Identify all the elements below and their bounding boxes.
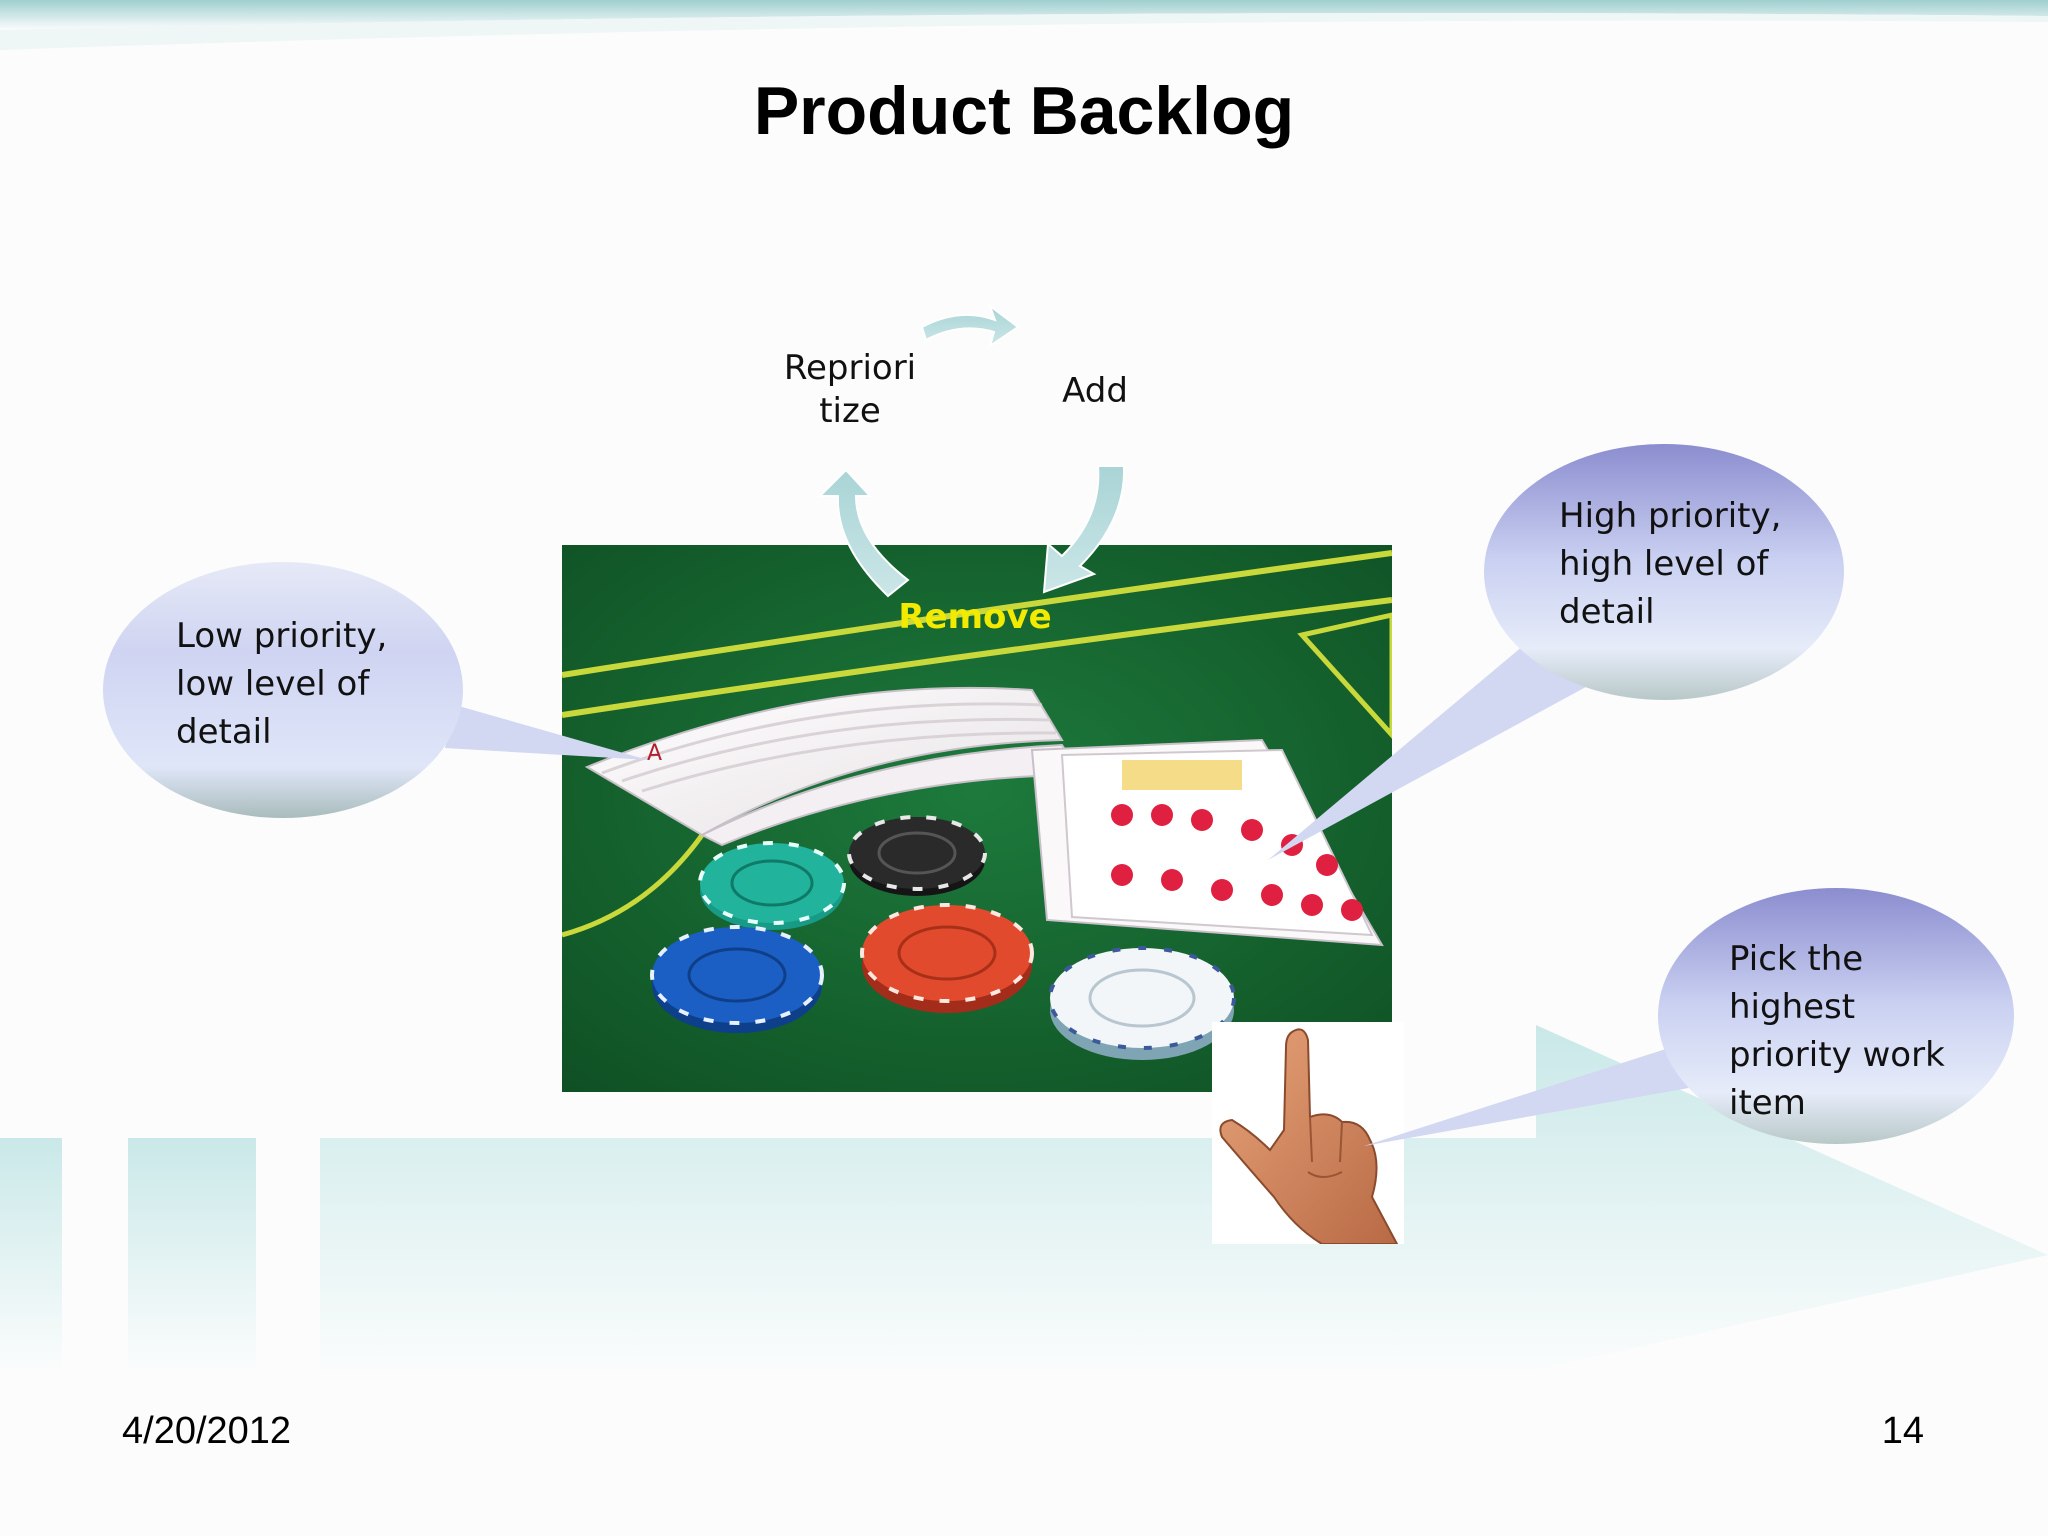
callout-low-line-3: detail [176,712,272,752]
cycle-step-reprioritize: Repriori tize [760,347,940,433]
callout-low-line-1: Low priority, [176,616,388,656]
callout-pick-highest [1364,888,2014,1146]
pointing-hand-image [1212,1022,1404,1244]
callout-pick-line-4: item [1729,1083,1806,1123]
callout-high-line-3: detail [1559,592,1655,632]
cycle-step-add: Add [1062,371,1128,411]
callout-pick-line-1: Pick the [1729,939,1864,979]
reprioritize-line-1: Repriori [783,348,917,388]
slide-page-number: 14 [1881,1410,1924,1452]
callout-high-priority-text: High priority, high level of detail [1559,492,1781,636]
callout-high-priority [1268,444,1844,860]
callout-high-line-2: high level of [1559,544,1769,584]
callout-low-priority [103,562,648,818]
callout-pick-line-3: priority work [1729,1035,1945,1075]
cycle-step-remove: Remove [898,597,1052,637]
cards-and-chips-image: A [562,545,1392,1092]
slide-date: 4/20/2012 [122,1410,292,1452]
slide-title: Product Backlog [753,73,1295,149]
arrow-left [817,468,910,598]
background-arrow [0,1025,2048,1370]
callout-pick-line-2: highest [1729,987,1856,1027]
reprioritize-line-2: tize [819,391,881,431]
callout-low-priority-text: Low priority, low level of detail [176,612,387,756]
callout-low-line-2: low level of [176,664,370,704]
callout-pick-highest-text: Pick the highest priority work item [1729,935,1945,1127]
svg-text:A: A [647,741,662,766]
cycle-arrows [817,303,1126,598]
callout-high-line-1: High priority, [1559,496,1782,536]
arrow-right [1042,465,1126,594]
arrow-top [920,303,1020,349]
top-band [0,0,2048,50]
